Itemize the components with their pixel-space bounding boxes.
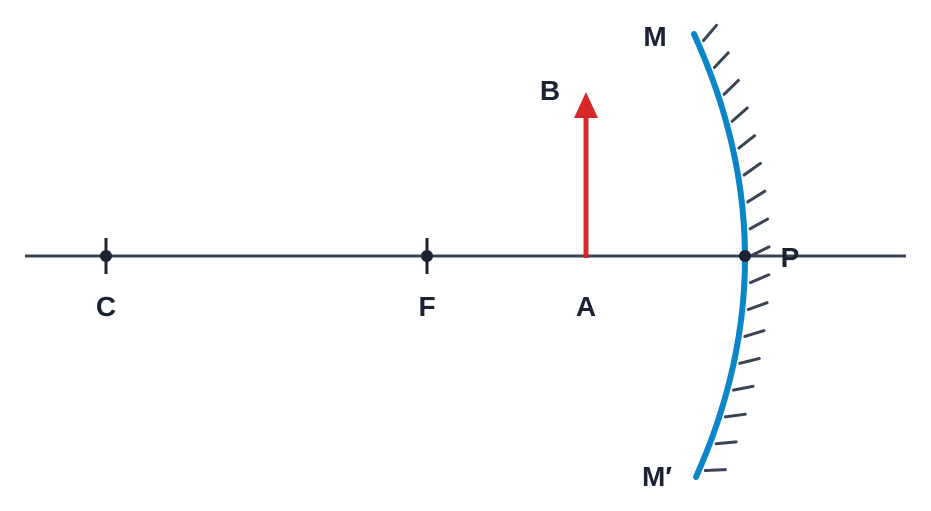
mirror-hatch-mark bbox=[714, 440, 738, 446]
mirror-hatch-mark bbox=[748, 273, 771, 285]
label-p: P bbox=[781, 242, 800, 273]
mirror-hatch-mark bbox=[746, 301, 769, 311]
mirror-hatch-mark bbox=[737, 134, 757, 150]
mirror-hatch-mark bbox=[743, 329, 766, 338]
focus-point bbox=[421, 250, 433, 262]
mirror-hatch-mark bbox=[738, 357, 761, 365]
mirror-hatch-mark bbox=[731, 384, 755, 392]
mirror-hatching bbox=[702, 23, 771, 472]
object-arrow-head bbox=[574, 92, 598, 118]
center-of-curvature-point bbox=[100, 250, 112, 262]
mirror-hatch-mark bbox=[749, 245, 771, 258]
label-b: B bbox=[540, 75, 560, 106]
mirror-hatch-mark bbox=[724, 412, 747, 419]
mirror-hatch-mark bbox=[730, 106, 749, 123]
mirror-hatch-mark bbox=[703, 468, 727, 472]
mirror-hatch-mark bbox=[748, 217, 770, 231]
label-m-prime: M′ bbox=[642, 461, 672, 492]
label-c: C bbox=[96, 291, 116, 322]
mirror-hatch-mark bbox=[702, 23, 718, 42]
mirror-hatch-mark bbox=[722, 78, 740, 96]
mirror-hatch-mark bbox=[746, 189, 767, 204]
mirror-hatch-mark bbox=[742, 161, 762, 177]
label-m: M bbox=[643, 21, 666, 52]
mirror-hatch-mark bbox=[713, 51, 730, 69]
label-f: F bbox=[418, 291, 435, 322]
pole-point bbox=[739, 250, 751, 262]
label-a: A bbox=[576, 291, 596, 322]
